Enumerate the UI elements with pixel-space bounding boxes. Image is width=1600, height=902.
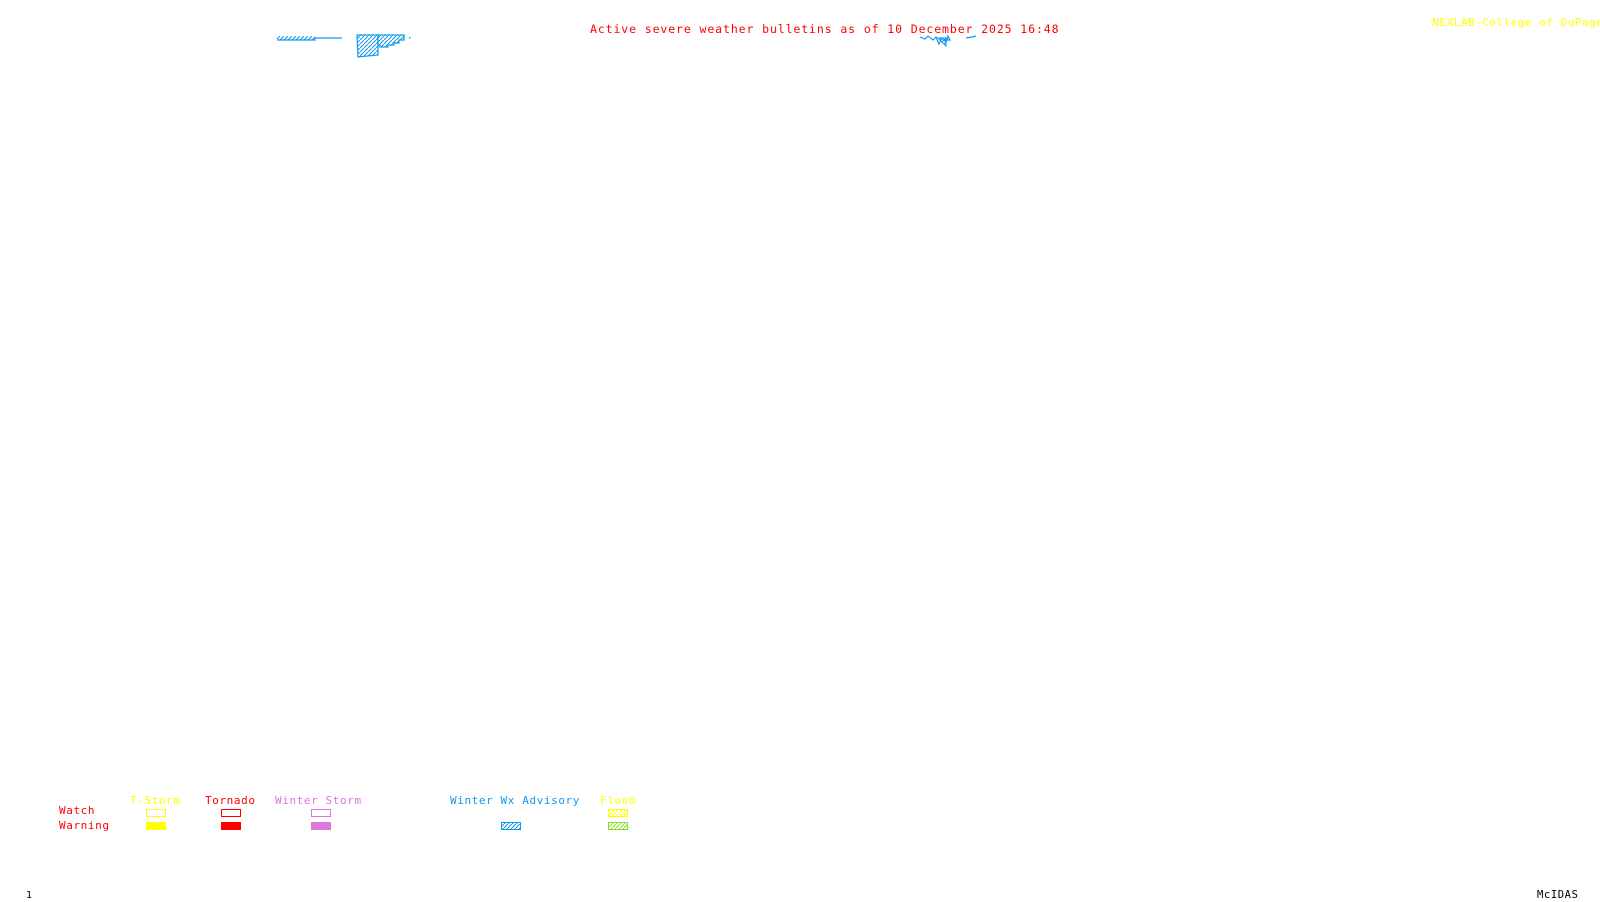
- legend-label-tornado: Tornado: [205, 794, 256, 807]
- legend-label-winter-storm: Winter Storm: [275, 794, 362, 807]
- legend-swatch-tornado-warning: [221, 822, 241, 830]
- winter-wx-advisory-area-west: [277, 36, 342, 41]
- legend-swatch-tstorm-warning: [146, 822, 166, 830]
- legend-row-watch: Watch: [59, 804, 96, 817]
- credit-label: NEXLAB-College of DuPage⮿: [1418, 5, 1600, 29]
- page-title: Active severe weather bulletins as of 10…: [590, 22, 1060, 36]
- legend-swatch-winter-storm-warning: [311, 822, 331, 830]
- frame-number: 1: [26, 890, 33, 901]
- legend-label-tstorm: T-Storm: [130, 794, 181, 807]
- legend-swatch-tornado-watch: [221, 809, 241, 817]
- winter-wx-advisory-area-east: [919, 34, 977, 48]
- legend-swatch-winter-storm-watch: [311, 809, 331, 817]
- legend-swatch-tstorm-watch: [146, 809, 166, 817]
- legend-boxes: [146, 809, 628, 830]
- legend-swatch-flood-warning: [608, 822, 628, 830]
- legend-label-flood: Flood: [600, 794, 637, 807]
- legend-swatch-winter-wx-advisory-warning: [501, 822, 521, 830]
- winter-wx-advisory-area-central: [356, 34, 411, 58]
- legend-row-warning: Warning: [59, 819, 110, 832]
- legend-label-winter-wx-advisory: Winter Wx Advisory: [450, 794, 581, 807]
- software-label: McIDAS: [1537, 889, 1579, 901]
- credit-text: NEXLAB-College of DuPage: [1432, 16, 1600, 29]
- legend-swatch-flood-watch: [608, 809, 628, 817]
